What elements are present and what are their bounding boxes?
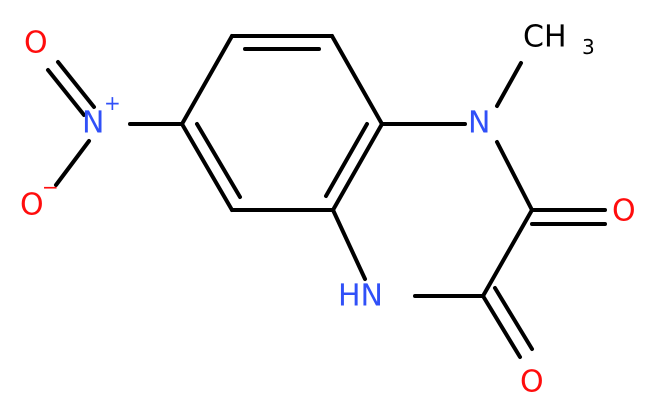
benzene-ring: [180, 34, 384, 212]
atom-o-lower-carbonyl: O: [520, 365, 544, 400]
bond-n1-c2: [495, 140, 534, 212]
dione-ring-bonds: [331, 61, 607, 359]
nitro-bonds: [46, 60, 184, 187]
bond-nh-c8: [331, 208, 367, 281]
atom-n-nitro: N: [82, 106, 104, 141]
atom-o-upper-carbonyl: O: [612, 194, 636, 229]
atom-o-nitro-bottom-charge: −: [42, 175, 59, 199]
atom-methyl: CH: [523, 20, 567, 55]
bond-c3-o: [481, 294, 522, 359]
bond-c10-c5: [180, 34, 234, 126]
atom-nh: HN: [338, 279, 383, 314]
atom-methyl-subscript: 3: [582, 35, 595, 59]
bond-c9-c10-inner: [195, 122, 242, 199]
atom-labels: O N + O − N CH 3 O HN O: [20, 20, 636, 400]
atom-o-nitro-top: O: [24, 26, 48, 61]
bond-c2-c3: [481, 208, 534, 298]
bond-c7-c8: [331, 122, 384, 212]
atom-o-nitro-bottom: O: [20, 188, 44, 223]
atom-n-nitro-charge: +: [104, 91, 121, 115]
bond-c3-o-double: [493, 286, 534, 351]
bond-c6-c7: [330, 34, 384, 126]
bond-c7-c8-inner: [324, 122, 369, 198]
bond-nitro-o-top: [56, 60, 96, 109]
bond-nitro-o-bottom: [54, 139, 91, 187]
atom-n1: N: [468, 106, 490, 141]
bond-n1-methyl: [495, 61, 523, 108]
bond-nitro-o-top-double: [46, 68, 86, 117]
bond-c9-c10: [180, 122, 234, 212]
